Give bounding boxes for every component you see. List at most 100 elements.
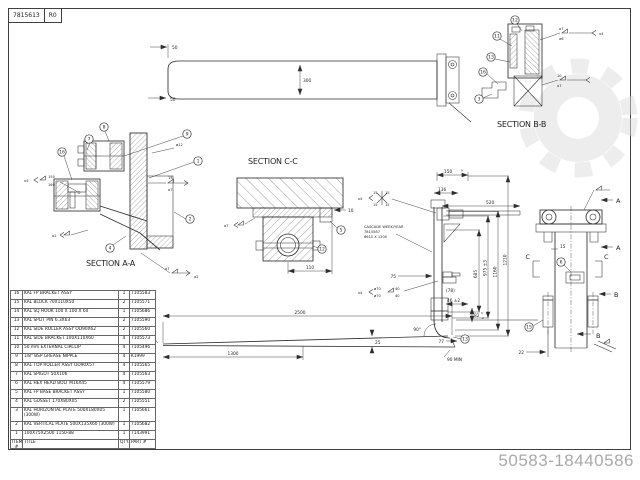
svg-text:12: 12 xyxy=(512,18,518,24)
svg-text:13: 13 xyxy=(488,55,494,61)
dim-label: (78) xyxy=(446,288,455,294)
weld-label: a7 xyxy=(557,84,562,88)
cell-qty: 4 xyxy=(118,362,129,371)
cell-title: KAL BLOCK 70X110X50 xyxy=(22,299,118,308)
cell-item: 6 xyxy=(10,380,22,389)
cell-qty: 4 xyxy=(118,380,129,389)
dim-label: 90° xyxy=(413,327,421,333)
balloon-item-13: 13 xyxy=(460,334,470,344)
weld-label: ø70 xyxy=(374,294,381,298)
dim-label: 50 xyxy=(172,45,178,51)
dim-label: 46 ±2 xyxy=(447,298,460,304)
weld-label: ø12 xyxy=(176,143,183,147)
cell-title: KAL SPLIT PIN 6.3X63 xyxy=(22,317,118,326)
cell-part: 7105590 xyxy=(129,317,155,326)
cell-qty: 1 xyxy=(118,389,129,398)
weld-label: 40 xyxy=(395,287,400,291)
cascade-stamp-note: CASCADE WEEK/YEAR 7815587 6610 X 1200 xyxy=(364,225,433,253)
cell-qty: 1 xyxy=(118,407,129,421)
dim-label: 150 xyxy=(444,169,452,175)
svg-text:4: 4 xyxy=(109,246,112,252)
header-part: PART # xyxy=(129,439,155,448)
section-bb-view: 11 12 13 16 3 a7 a6 x4 10 a7 SECTION B-B xyxy=(474,15,604,129)
weld-label: x4 xyxy=(358,197,363,201)
weld-label: a7 xyxy=(224,224,229,228)
view-letter-b: B xyxy=(596,332,600,340)
cell-item: 8 xyxy=(10,362,22,371)
dim-label: 15 xyxy=(560,244,566,250)
svg-text:2: 2 xyxy=(189,217,192,223)
balloon-item-8: 8 xyxy=(99,122,109,132)
cell-part: 7105560 xyxy=(129,326,155,335)
weld-label: 150 xyxy=(48,175,56,179)
cell-qty: 2 xyxy=(118,398,129,407)
dim-label: 1160 xyxy=(493,266,499,277)
fork-front-view: A A C C 6 15 B B 15 xyxy=(519,185,621,357)
weld-label: a6 xyxy=(559,37,564,41)
cell-qty: 2 xyxy=(118,326,129,335)
svg-text:8: 8 xyxy=(103,125,106,131)
cell-item: 10 xyxy=(10,344,22,353)
cell-part: 7105583 xyxy=(129,290,155,299)
svg-text:13: 13 xyxy=(462,337,468,343)
cell-item: 11 xyxy=(10,335,22,344)
svg-text:9: 9 xyxy=(186,132,189,138)
cell-item: 12 xyxy=(10,326,22,335)
image-id-watermark: 50583-18440586 xyxy=(498,451,634,470)
cell-qty: 1 xyxy=(118,290,129,299)
weld-label: 15 xyxy=(385,203,390,207)
cell-title: 100X75X2500 1150-88 xyxy=(22,430,118,439)
cell-item: 5 xyxy=(10,389,22,398)
dim-label: 685 xyxy=(473,270,479,278)
header-qty: QTY. xyxy=(118,439,129,448)
weld-label: 10 xyxy=(557,74,562,78)
section-label-cc: SECTION C-C xyxy=(248,157,298,166)
cell-part: 7105686 xyxy=(129,308,155,317)
cell-item: 15 xyxy=(10,299,22,308)
cell-qty: 4 xyxy=(118,335,129,344)
note-line: 7815587 xyxy=(364,230,380,234)
cell-part: 7105563 xyxy=(129,371,155,380)
weld-label: 160 xyxy=(48,183,56,187)
dim-label: 75 xyxy=(391,274,397,280)
svg-text:12: 12 xyxy=(319,247,325,253)
balloon-item-15: 15 xyxy=(524,322,534,332)
section-label-aa: SECTION A-A xyxy=(86,259,136,268)
weld-label: x4 xyxy=(24,179,29,183)
balloon-item-12: 12 xyxy=(510,15,520,25)
dim-label: 1300 xyxy=(228,351,239,357)
dim-label: 300 xyxy=(303,78,311,84)
dim-label: 50 xyxy=(170,97,176,103)
cell-qty: 4 xyxy=(118,371,129,380)
cell-part: 7105661 xyxy=(129,407,155,421)
cell-qty: 1 xyxy=(118,421,129,430)
view-letter-a: A xyxy=(616,244,621,252)
balloon-item-11: 11 xyxy=(492,31,502,41)
weld-label: x4 xyxy=(599,32,604,36)
section-cc-view: SECTION C-C 110 10 a7 5 12 xyxy=(224,157,354,274)
cell-part: K1999 xyxy=(129,353,155,362)
cell-title: KAL TOP ROLLER ASSY OD90X57 xyxy=(22,362,118,371)
view-letter-b: B xyxy=(614,291,618,299)
cell-part: 7143991 xyxy=(129,430,155,439)
cell-item: 13 xyxy=(10,317,22,326)
cell-item: 2 xyxy=(10,421,22,430)
weld-label: 15 xyxy=(373,203,378,207)
cell-title: KAL SQ HOOK 100 X 100 X 60 xyxy=(22,308,118,317)
cell-item: 16 xyxy=(10,290,22,299)
cell-qty: 2 xyxy=(118,299,129,308)
dim-tolerance: -2 xyxy=(481,316,484,320)
weld-label: a2 xyxy=(194,275,199,279)
cell-title: KAL FP BASE BRACKET ASSY xyxy=(22,389,118,398)
cell-title: KAL HEX HEAD BOLT M16X45 xyxy=(22,380,118,389)
weld-label: 40 xyxy=(395,294,400,298)
